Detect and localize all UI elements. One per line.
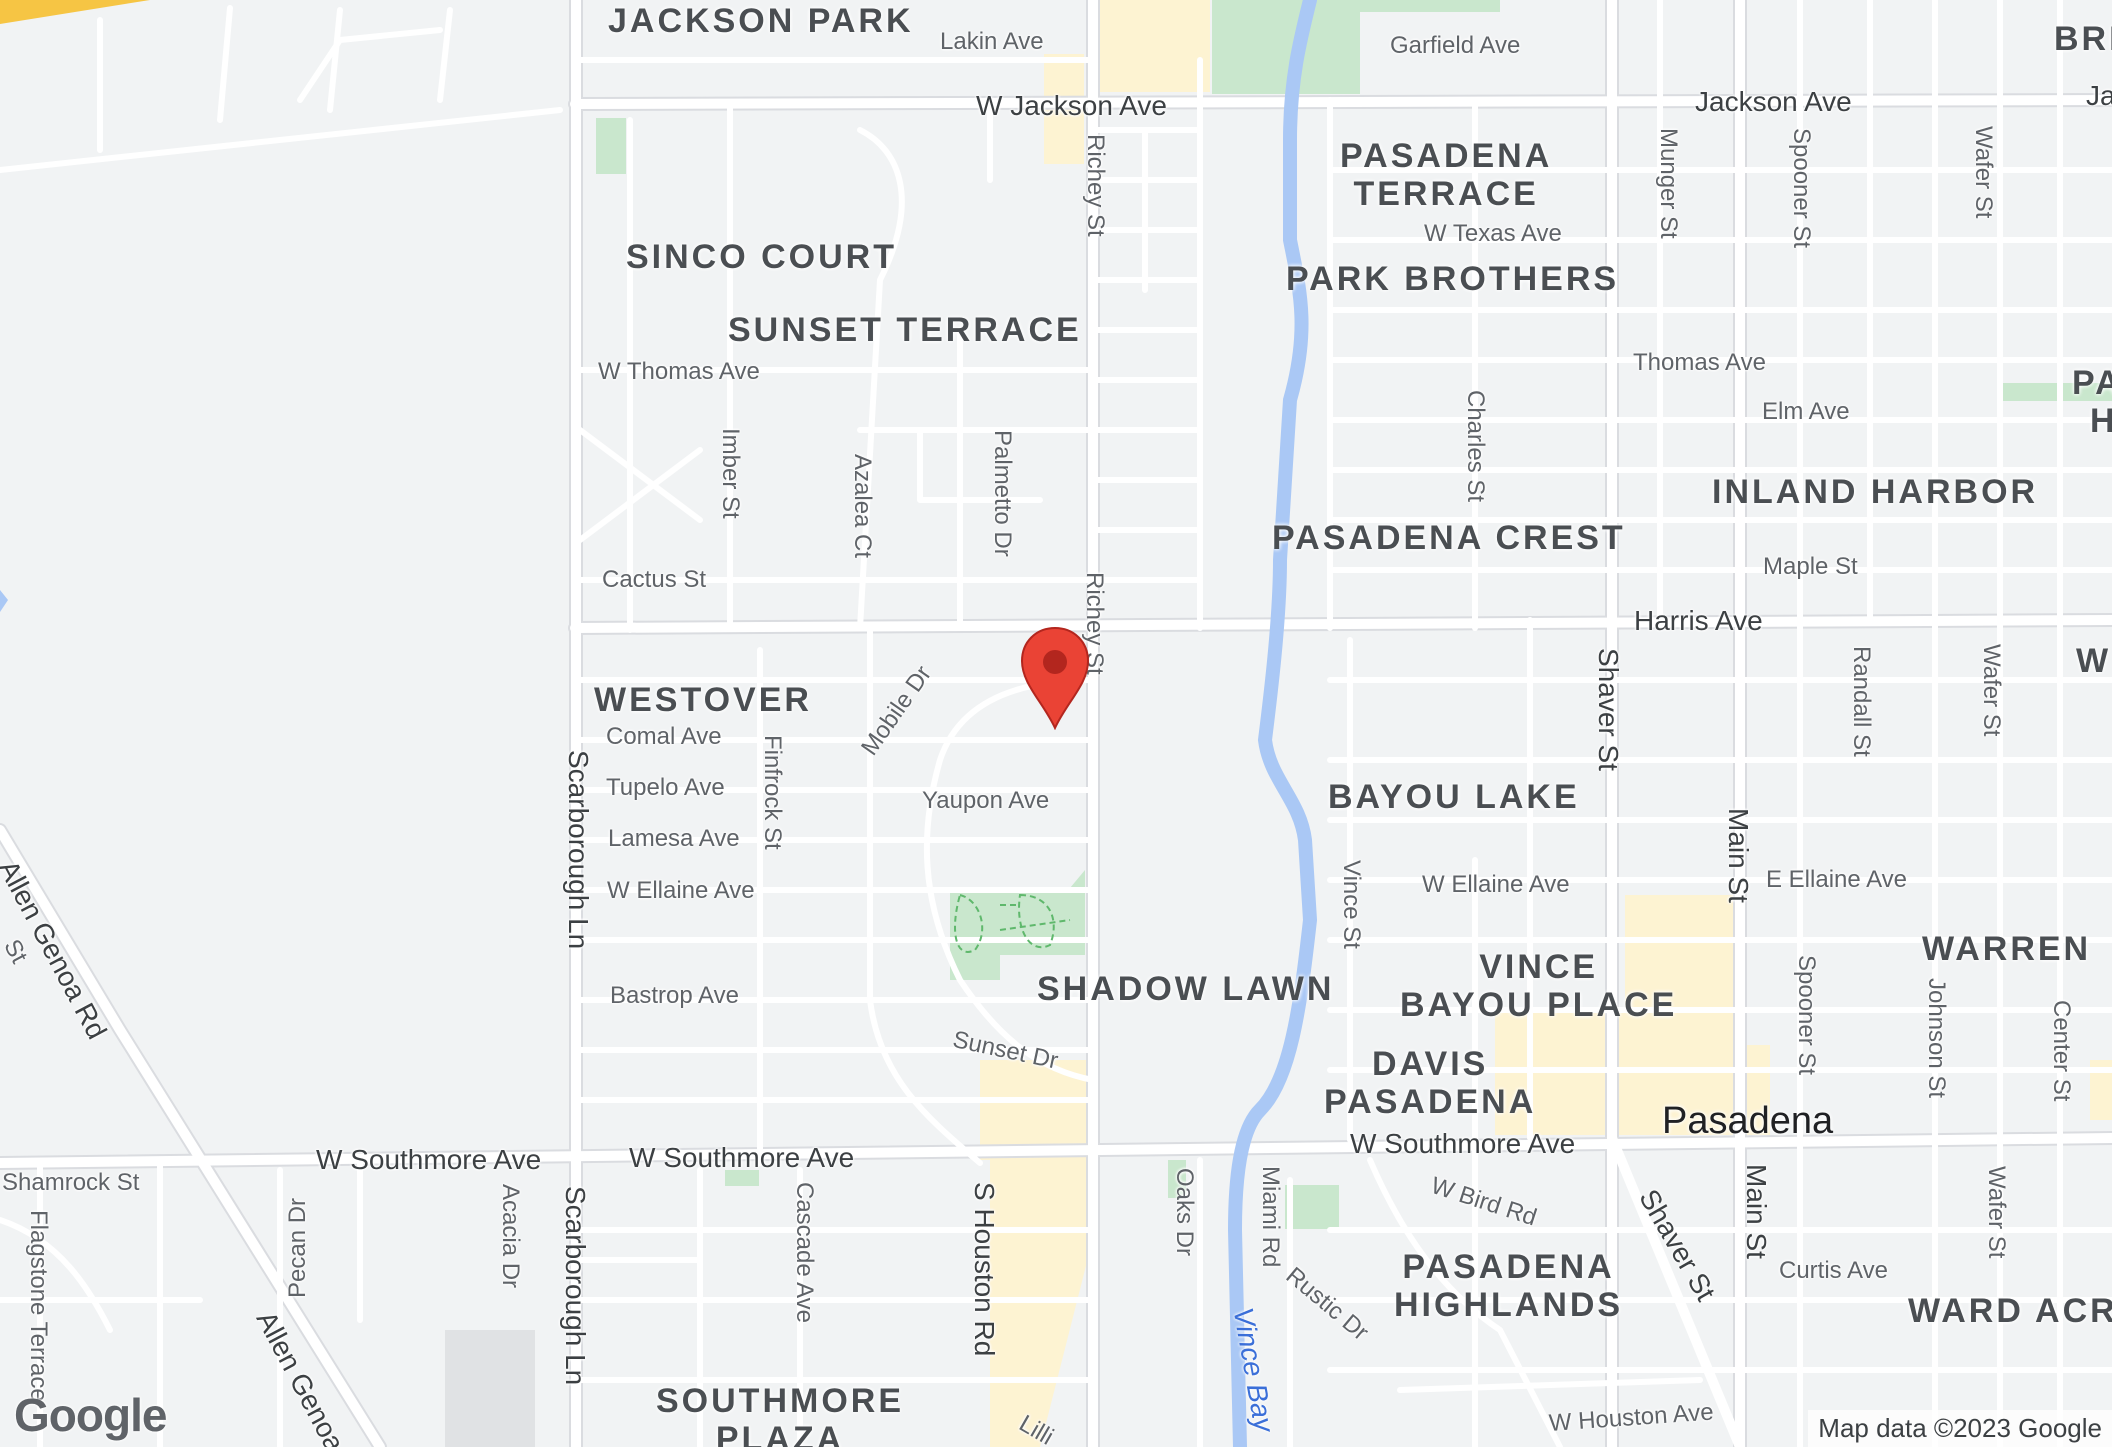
street-vince: Vince St: [1338, 860, 1365, 949]
street-w-ellaine-east: W Ellaine Ave: [1422, 871, 1570, 898]
street-charles: Charles St: [1462, 390, 1489, 503]
street-main-north: Main St: [1723, 808, 1754, 903]
street-richey-north: Richey St: [1082, 134, 1109, 237]
label-pasadena-terrace: PASADENA TERRACE: [1340, 137, 1553, 213]
label-pa: PA: [2072, 364, 2112, 402]
street-s-houston: S Houston Rd: [969, 1182, 1000, 1357]
street-lakin: Lakin Ave: [940, 28, 1044, 55]
label-sunset-terrace: SUNSET TERRACE: [728, 311, 1082, 349]
street-finfrock: Finfrock St: [759, 735, 786, 850]
street-w-southmore-2: W Southmore Ave: [629, 1142, 855, 1173]
street-cascade: Cascade Ave: [791, 1182, 818, 1323]
street-wafer-middle: Wafer St: [1978, 644, 2005, 737]
street-cactus: Cactus St: [602, 566, 707, 593]
label-warren: WARREN: [1922, 930, 2092, 968]
label-southmore-plaza: SOUTHMORE PLAZA: [656, 1382, 904, 1447]
street-palmetto: Palmetto Dr: [989, 430, 1016, 557]
street-randall: Randall St: [1848, 646, 1875, 757]
street-w-jackson: W Jackson Ave: [976, 90, 1167, 121]
label-jackson-park: JACKSON PARK: [608, 2, 914, 40]
street-lamesa: Lamesa Ave: [608, 825, 740, 852]
street-pecan: Pecan Dr: [284, 1197, 311, 1298]
park-areas: [596, 0, 2112, 1229]
street-e-ellaine: E Ellaine Ave: [1766, 866, 1907, 893]
google-logo[interactable]: Google: [14, 1389, 167, 1441]
street-w-thomas: W Thomas Ave: [598, 358, 760, 385]
label-pasadena-crest: PASADENA CREST: [1272, 519, 1626, 557]
street-wafer-south: Wafer St: [1983, 1166, 2010, 1259]
street-flagstone: Flagstone Terrace: [25, 1210, 52, 1402]
label-pasadena-highlands: PASADENA HIGHLANDS: [1394, 1248, 1624, 1324]
label-ward-acr: WARD ACR: [1908, 1292, 2112, 1330]
street-miami: Miami Rd: [1257, 1166, 1284, 1268]
map-pin-icon[interactable]: [1019, 626, 1091, 730]
street-shamrock: Shamrock St: [2, 1169, 140, 1196]
gray-lot: [445, 1330, 535, 1447]
street-yaupon: Yaupon Ave: [922, 787, 1050, 814]
label-shadow-lawn: SHADOW LAWN: [1037, 970, 1335, 1008]
label-h: H: [2090, 402, 2112, 440]
label-park-brothers: PARK BROTHERS: [1286, 260, 1620, 298]
street-curtis: Curtis Ave: [1779, 1257, 1888, 1284]
street-jackson: Jackson Ave: [1695, 86, 1852, 117]
street-maple: Maple St: [1763, 553, 1858, 580]
label-davis-pasadena: DAVIS PASADENA: [1324, 1045, 1537, 1121]
street-garfield: Garfield Ave: [1390, 32, 1521, 59]
street-harris: Harris Ave: [1634, 605, 1763, 636]
street-bastrop: Bastrop Ave: [610, 982, 739, 1009]
highway: [0, 0, 150, 24]
label-w: W: [2076, 642, 2112, 680]
street-wafer-north: Wafer St: [1970, 126, 1997, 219]
street-acacia: Acacia Dr: [497, 1184, 524, 1289]
park-paths: [954, 893, 1071, 953]
street-johnson: Johnson St: [1923, 978, 1950, 1099]
label-bri: BRI: [2054, 20, 2112, 58]
street-shaver-north: Shaver St: [1593, 648, 1624, 771]
label-westover: WESTOVER: [594, 681, 812, 719]
street-w-southmore-3: W Southmore Ave: [1350, 1128, 1576, 1159]
street-comal: Comal Ave: [606, 723, 722, 750]
label-ja: Ja: [2086, 80, 2112, 111]
map-attribution[interactable]: Map data ©2023 Google: [1808, 1410, 2112, 1447]
street-spooner-north: Spooner St: [1788, 128, 1815, 249]
street-scarborough-north: Scarborough Ln: [563, 750, 594, 950]
vince-bayou: [1227, 0, 1318, 1447]
street-azalea: Azalea Ct: [849, 454, 876, 559]
street-w-ellaine-west: W Ellaine Ave: [607, 877, 755, 904]
label-bayou-lake: BAYOU LAKE: [1328, 778, 1580, 816]
street-w-southmore-1: W Southmore Ave: [316, 1144, 542, 1175]
street-oaks: Oaks Dr: [1171, 1168, 1198, 1257]
street-thomas: Thomas Ave: [1633, 349, 1766, 376]
label-vince-bayou-place: VINCE BAYOU PLACE: [1400, 948, 1678, 1024]
street-munger: Munger St: [1655, 128, 1682, 239]
street-scarborough-south: Scarborough Ln: [560, 1186, 591, 1386]
street-center: Center St: [2048, 1000, 2075, 1102]
street-main-south: Main St: [1741, 1164, 1772, 1259]
label-inland-harbor: INLAND HARBOR: [1712, 473, 2039, 511]
water-fragment: [0, 590, 8, 612]
street-tupelo: Tupelo Ave: [606, 774, 725, 801]
street-elm: Elm Ave: [1762, 398, 1850, 425]
street-spooner-south: Spooner St: [1793, 955, 1820, 1076]
street-w-texas: W Texas Ave: [1424, 220, 1562, 247]
label-sinco-court: SINCO COURT: [626, 238, 897, 276]
street-imber: Imber St: [717, 428, 744, 519]
label-city-pasadena: Pasadena: [1662, 1100, 1834, 1142]
